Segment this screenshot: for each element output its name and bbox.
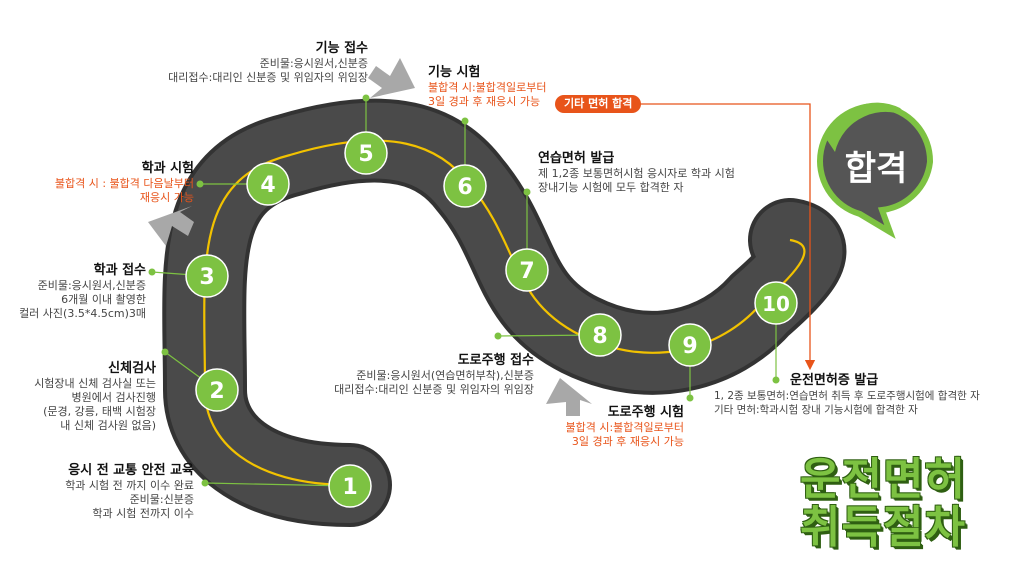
step-2-line-2: 병원에서 검사진행 bbox=[71, 391, 156, 404]
step-10-label: 운전면허증 발급 1, 2종 보통면허:연습면허 취득 후 도로주행시험에 합격… bbox=[714, 372, 980, 417]
step-3-number: 3 bbox=[199, 265, 214, 290]
step-1-circle bbox=[328, 464, 372, 508]
step-7-line-2: 장내기능 시험에 모두 합격한 자 bbox=[538, 181, 684, 194]
step-2-line-3: (문경, 강릉, 태백 시험장 bbox=[43, 405, 156, 418]
step-9-circle bbox=[668, 323, 712, 367]
step-4-title: 학과 시험 bbox=[141, 161, 194, 176]
step-10-line-1: 1, 2종 보통면허:연습면허 취득 후 도로주행시험에 합격한 자 bbox=[714, 390, 980, 402]
step-8-label: 도로주행 접수 준비물:응시원서(연습면허부착),신분증 대리접수:대리인 신분… bbox=[334, 352, 534, 397]
step-1-label: 응시 전 교통 안전 교육 학과 시험 전 까지 이수 완료 준비물:신분증 학… bbox=[65, 462, 194, 521]
step-1-line-1: 학과 시험 전 까지 이수 완료 bbox=[65, 479, 194, 492]
step-6-orange-2: 3일 경과 후 재응시 가능 bbox=[428, 95, 541, 108]
step-9-label: 도로주행 시험 불합격 시:불합격일로부터 3일 경과 후 재응시 가능 bbox=[565, 404, 684, 449]
step-10-circle bbox=[754, 281, 798, 325]
step-1-title: 응시 전 교통 안전 교육 bbox=[68, 463, 194, 478]
step-3-circle bbox=[185, 254, 229, 298]
step-4-orange-2: 재응시 가능 bbox=[139, 191, 194, 204]
step-6-orange-1: 불합격 시:불합격일로부터 bbox=[428, 81, 547, 94]
badge-connector bbox=[640, 103, 816, 371]
step-2-number: 2 bbox=[209, 379, 224, 404]
step-6-circle bbox=[443, 164, 487, 208]
step-4-orange-1: 불합격 시 : 불합격 다음날부터 bbox=[54, 177, 194, 190]
step-5-line-1: 준비물:응시원서,신분증 bbox=[259, 57, 368, 70]
step-2-line-1: 시험장내 신체 검사실 또는 bbox=[34, 377, 156, 390]
step-9-number: 9 bbox=[682, 334, 697, 359]
step-3-label: 학과 접수 준비물:응시원서,신분증 6개월 이내 촬영한 컬러 사진(3.5*… bbox=[19, 262, 146, 321]
step-2-label: 신체검사 시험장내 신체 검사실 또는 병원에서 검사진행 (문경, 강릉, 태… bbox=[34, 360, 156, 433]
main-title: 운전면허 취득절차 bbox=[800, 456, 966, 552]
step-2-title: 신체검사 bbox=[108, 361, 156, 376]
step-2-circle bbox=[195, 368, 239, 412]
step-10-line-2: 기타 면허:학과시험 장내 기능시험에 합격한 자 bbox=[714, 404, 918, 416]
step-7-label: 연습면허 발급 제 1,2종 보통면허시험 응시자로 학과 시험 장내기능 시험… bbox=[538, 150, 735, 195]
step-7-number: 7 bbox=[519, 259, 534, 284]
step-6-number: 6 bbox=[457, 175, 472, 200]
direction-arrows bbox=[148, 58, 592, 416]
step-3-line-3: 컬러 사진(3.5*4.5cm)3매 bbox=[19, 307, 146, 320]
step-6-label: 기능 시험 불합격 시:불합격일로부터 3일 경과 후 재응시 가능 bbox=[428, 64, 547, 109]
arrow-up-left-icon bbox=[368, 58, 415, 98]
step-1-number: 1 bbox=[342, 475, 357, 500]
step-2-line-4: 내 신체 검사원 없음) bbox=[60, 419, 156, 432]
step-8-line-2: 대리접수:대리인 신분증 및 위임자의 위임장 bbox=[334, 383, 534, 396]
step-7-line-1: 제 1,2종 보통면허시험 응시자로 학과 시험 bbox=[538, 167, 735, 180]
step-4-number: 4 bbox=[260, 173, 275, 198]
step-8-number: 8 bbox=[592, 324, 607, 349]
step-6-title: 기능 시험 bbox=[428, 65, 481, 80]
step-5-title: 기능 접수 bbox=[315, 41, 368, 56]
step-5-number: 5 bbox=[358, 142, 373, 167]
step-5-line-2: 대리접수:대리인 신분증 및 위임자의 위임장 bbox=[168, 71, 368, 84]
main-title-line-1: 운전면허 bbox=[800, 454, 966, 505]
step-7-title: 연습면허 발급 bbox=[538, 151, 615, 166]
step-3-line-1: 준비물:응시원서,신분증 bbox=[37, 279, 146, 292]
step-5-circle bbox=[344, 131, 388, 175]
step-1-line-3: 학과 시험 전까지 이수 bbox=[92, 507, 194, 520]
arrow-up-left-icon-2 bbox=[546, 378, 592, 416]
step-5-label: 기능 접수 준비물:응시원서,신분증 대리접수:대리인 신분증 및 위임자의 위… bbox=[168, 40, 368, 85]
pass-label: 합격 bbox=[845, 149, 908, 189]
pass-bubble bbox=[817, 102, 934, 239]
step-9-orange-2: 3일 경과 후 재응시 가능 bbox=[571, 435, 684, 448]
step-9-orange-1: 불합격 시:불합격일로부터 bbox=[565, 421, 684, 434]
step-8-title: 도로주행 접수 bbox=[457, 353, 534, 368]
step-4-circle bbox=[246, 162, 290, 206]
step-4-label: 학과 시험 불합격 시 : 불합격 다음날부터 재응시 가능 bbox=[55, 160, 194, 205]
step-3-line-2: 6개월 이내 촬영한 bbox=[61, 293, 146, 306]
step-8-circle bbox=[578, 313, 622, 357]
step-8-line-1: 준비물:응시원서(연습면허부착),신분증 bbox=[356, 369, 534, 382]
main-title-line-2: 취득절차 bbox=[800, 502, 966, 553]
step-7-circle bbox=[505, 248, 549, 292]
step-9-title: 도로주행 시험 bbox=[607, 405, 684, 420]
step-1-line-2: 준비물:신분증 bbox=[129, 493, 194, 506]
step-10-number: 10 bbox=[762, 292, 790, 316]
arrow-down-right-icon bbox=[148, 206, 194, 246]
step-10-title: 운전면허증 발급 bbox=[790, 373, 879, 388]
step-3-title: 학과 접수 bbox=[93, 263, 146, 278]
step-circles: 1 2 3 4 5 6 7 8 9 10 bbox=[185, 131, 798, 508]
other-license-badge: 기타 면허 합격 bbox=[555, 95, 642, 113]
leader-dots bbox=[148, 94, 780, 487]
